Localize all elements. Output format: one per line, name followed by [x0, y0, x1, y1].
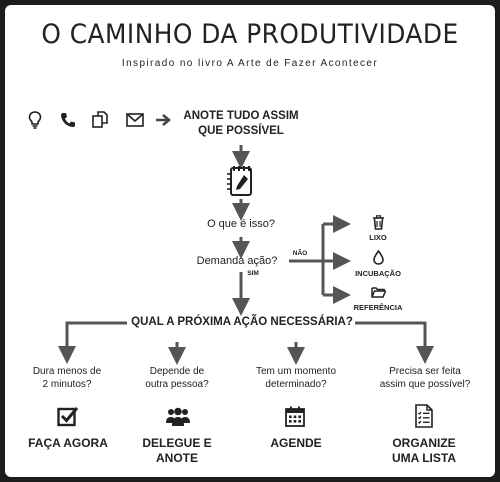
folder-icon — [371, 287, 386, 298]
outcome-2-question: Depende de outra pessoa? — [127, 365, 227, 391]
outcome-2-action-line-1: DELEGUE E — [142, 436, 212, 450]
capture-line-2: QUE POSSÍVEL — [198, 125, 284, 137]
branch-trash-label: LIXO — [369, 233, 387, 242]
checkbox-icon — [57, 407, 79, 427]
label-no: NÃO — [292, 250, 308, 257]
outcome-1-action-line-1: FAÇA AGORA — [28, 436, 108, 450]
outcome-2-question-line-2: outra pessoa? — [145, 379, 209, 390]
outcome-4-action: ORGANIZE UMA LISTA — [374, 436, 474, 466]
outcome-1-question: Dura menos de 2 minutos? — [17, 365, 117, 391]
outcome-3-question: Tem um momento determinado? — [246, 365, 346, 391]
envelope-icon — [126, 113, 144, 127]
outcome-3-question-line-2: determinado? — [265, 379, 327, 390]
copy-icon — [92, 111, 108, 128]
notepad-icon — [227, 166, 252, 196]
outcome-4-question-line-2: assim que possível? — [379, 379, 471, 390]
capture-step: ANOTE TUDO ASSIM QUE POSSÍVEL — [181, 109, 301, 139]
infographic-frame: O CAMINHO DA PRODUTIVIDADE Inspirado no … — [5, 5, 495, 477]
branch-incubation-label: INCUBAÇÃO — [355, 269, 401, 278]
outcome-4-question-line-1: Precisa ser feita — [389, 366, 461, 377]
trash-icon — [373, 215, 384, 230]
arrow-to-outcome-4 — [355, 321, 434, 364]
drop-icon — [373, 250, 384, 265]
outcome-2-action: DELEGUE E ANOTE — [127, 436, 227, 466]
lightbulb-icon — [28, 111, 42, 129]
outcome-1-question-line-1: Dura menos de — [32, 366, 102, 377]
outcome-1-question-line-2: 2 minutos? — [42, 379, 92, 390]
outcome-4-question: Precisa ser feita assim que possível? — [367, 365, 483, 391]
label-yes: SIM — [247, 270, 259, 277]
outcome-3-action: AGENDE — [246, 436, 346, 451]
flow-arrows — [58, 145, 434, 365]
phone-icon — [61, 113, 75, 127]
arrow-right-icon — [156, 114, 171, 126]
outcome-3-action-line-1: AGENDE — [270, 436, 322, 450]
branch-reference-label: REFERÊNCIA — [353, 303, 403, 312]
outcome-4-action-line-1: ORGANIZE — [392, 436, 456, 450]
outcome-1-action: FAÇA AGORA — [13, 436, 123, 451]
people-icon — [166, 407, 190, 426]
page-subtitle: Inspirado no livro A Arte de Fazer Acont… — [121, 58, 379, 69]
page-title: O CAMINHO DA PRODUTIVIDADE — [41, 19, 459, 50]
outcome-4-action-line-2: UMA LISTA — [392, 451, 456, 465]
calendar-icon — [285, 406, 305, 427]
outcome-3-question-line-1: Tem um momento — [255, 366, 337, 377]
next-action-question: QUAL A PRÓXIMA AÇÃO NECESSÁRIA? — [131, 316, 353, 328]
question-what: O que é isso? — [207, 218, 275, 230]
outcome-2-question-line-1: Depende de — [149, 366, 205, 377]
outcome-2-action-line-2: ANOTE — [156, 451, 198, 465]
capture-line-1: ANOTE TUDO ASSIM — [183, 110, 299, 122]
list-icon — [415, 404, 433, 428]
question-action: Demanda ação? — [196, 255, 278, 267]
arrow-to-outcome-1 — [58, 321, 127, 364]
